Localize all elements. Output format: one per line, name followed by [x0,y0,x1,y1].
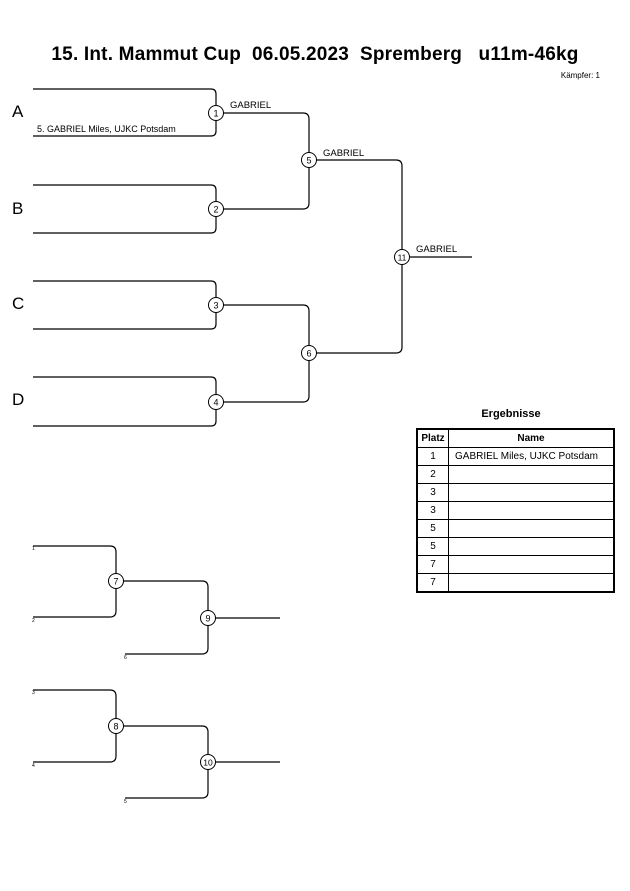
place-cell: 3 [416,483,449,502]
match-number: 6 [306,349,311,359]
competition-title: 15. Int. Mammut Cup 06.05.2023 Spremberg… [51,44,579,65]
connector-5-11 [316,159,403,257]
match-number: 4 [213,398,218,408]
table-row: 7 [416,555,615,574]
match-number: 10 [203,758,213,768]
name-cell [448,465,615,484]
match-number: 8 [113,722,118,732]
name-cell: GABRIEL Miles, UJKC Potsdam [448,447,615,466]
match-4-circle [208,394,224,410]
results-header-row: Platz Name [416,428,615,448]
rep-slot-5 [125,762,209,799]
winner-match-1: GABRIEL [230,100,271,111]
fighters-count: Kämpfer: 1 [560,71,600,80]
match-1-circle [208,105,224,121]
table-row: 3 [416,501,615,520]
winner-match-11: GABRIEL [416,244,457,255]
pool-a-entry: 5. GABRIEL Miles, UJKC Potsdam [37,124,176,134]
col-name-header: Name [448,428,615,448]
col-place-header: Platz [416,428,449,448]
rep-slot-label: 2 [32,618,35,624]
table-row: 5 [416,537,615,556]
name-cell [448,573,615,593]
place-cell: 5 [416,519,449,538]
table-row: 7 [416,573,615,593]
rep-slot-3 [33,689,117,726]
rep-slot-label: 5 [124,799,127,805]
place-cell: 7 [416,573,449,593]
match-9-circle [200,610,216,626]
rep-slot-label: 4 [32,763,35,769]
connector-3-6 [223,304,310,353]
connector-1-5 [223,112,310,160]
match-2-circle [208,201,224,217]
place-cell: 3 [416,501,449,520]
rep-slot-label: 6 [124,655,127,661]
match-number: 1 [213,109,218,119]
winner-match-5: GABRIEL [323,148,364,159]
table-row: 2 [416,465,615,484]
pool-c-box [33,280,217,330]
place-cell: 7 [416,555,449,574]
rep-slot-4 [33,726,117,763]
match-8-circle [108,718,124,734]
name-cell [448,483,615,502]
pool-b-box [33,184,217,234]
pool-d-box [33,376,217,427]
rep-slot-1 [33,545,117,581]
name-cell [448,519,615,538]
match-10-circle [200,754,216,770]
results-title: Ergebnisse [481,408,541,420]
group-label-c: C [12,294,25,313]
match-3-circle [208,297,224,313]
match-number: 2 [213,205,218,215]
match-number: 11 [398,253,407,263]
group-label-d: D [12,390,25,409]
match-7-circle [108,573,124,589]
place-cell: 1 [416,447,449,466]
match-6-circle [301,345,317,361]
group-label-b: B [12,199,24,218]
match-number: 3 [213,301,218,311]
name-cell [448,501,615,520]
match-5-circle [301,152,317,168]
rep-slot-label: 3 [32,690,35,696]
group-label-a: A [12,102,24,121]
name-cell [448,555,615,574]
table-row: 5 [416,519,615,538]
match-number: 7 [113,577,118,587]
match-number: 5 [306,156,311,166]
rep-connector-7-9 [123,580,209,618]
name-cell [448,537,615,556]
place-cell: 5 [416,537,449,556]
rep-slot-2 [33,581,117,618]
match-number: 9 [205,614,210,624]
connector-6-11 [316,257,403,354]
connector-2-5 [223,160,310,210]
table-row: 3 [416,483,615,502]
match-11-circle [394,249,410,265]
rep-slot-6 [125,618,209,655]
rep-slot-label: 1 [32,546,35,552]
connector-4-6 [223,353,310,403]
place-cell: 2 [416,465,449,484]
rep-connector-8-10 [123,725,209,762]
